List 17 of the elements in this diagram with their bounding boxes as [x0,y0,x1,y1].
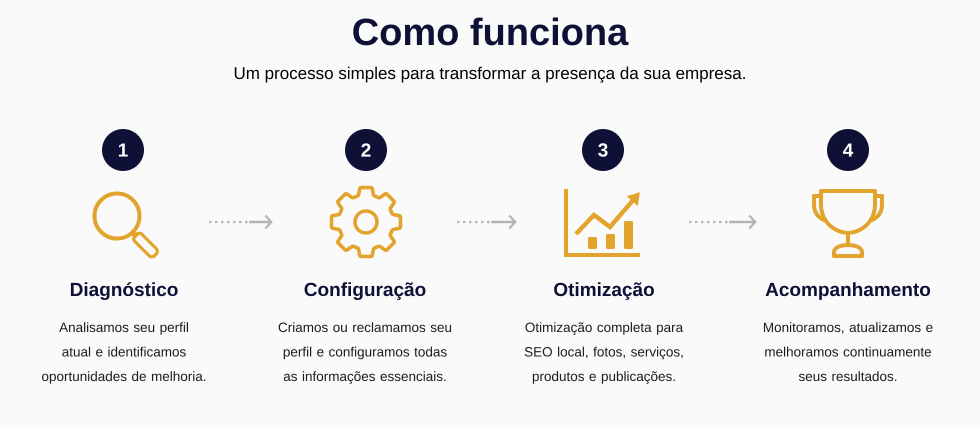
step-description: Analisamos seu perfil atual e identificamos oportunidades de melhoria. [42,322,206,384]
arrow [456,214,517,230]
step-title: Configuração [304,282,426,300]
number-badge: 2 [345,129,387,171]
step-description: Criamos ou reclamamos seu perfil e configuramos todas as informações essenciais. [278,322,452,384]
step-title: Otimização [554,282,654,300]
arrow [208,214,273,230]
step-title: Acompanhamento [766,282,930,300]
number-badge: 1 [102,129,144,171]
number-badge: 3 [582,129,624,171]
step-title: Diagnóstico [70,282,178,300]
step-description: Otimização completa para SEO local, fotos, serviços, produtos e publicações. [524,322,684,384]
heading: Como funciona [353,17,628,46]
number-badge: 4 [827,129,869,171]
subheading: Um processo simples para transformar a presença da sua empresa. [234,66,745,83]
step-description: Monitoramos, atualizamos e melhoramos continuamente seus resultados. [764,322,933,382]
arrow [688,214,757,230]
